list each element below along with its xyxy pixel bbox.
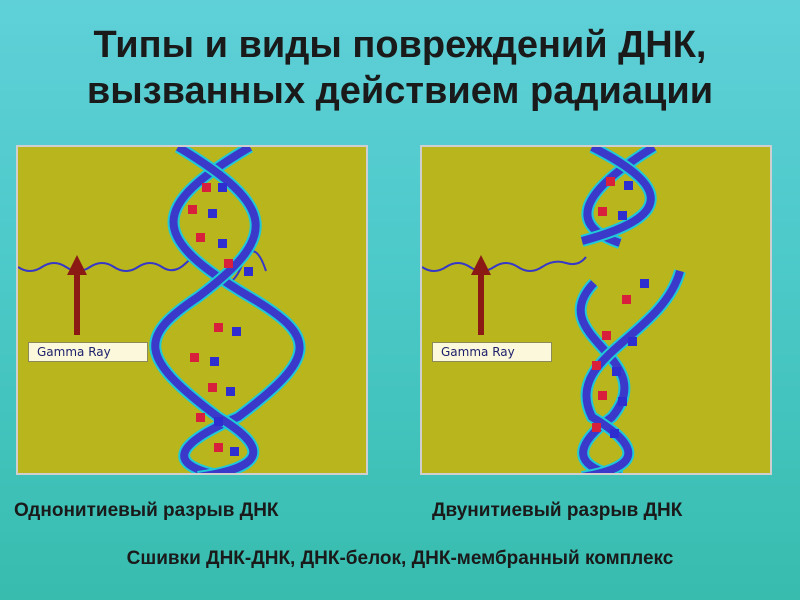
- single-strand-break-caption: Однонитиевый разрыв ДНК: [14, 500, 279, 521]
- dna-helix-icon: [574, 147, 686, 473]
- gamma-ray-arrow-icon: [67, 255, 87, 335]
- gamma-ray-arrow-icon: [471, 255, 491, 335]
- gamma-ray-label: Gamma Ray: [432, 342, 552, 362]
- double-strand-break-illustration: [422, 147, 686, 473]
- title-line-1: Типы и виды повреждений ДНК,: [93, 24, 707, 66]
- double-strand-break-caption: Двунитиевый разрыв ДНК: [432, 500, 683, 521]
- title-line-2: вызванных действием радиации: [86, 70, 714, 112]
- single-strand-break-panel: Gamma Ray: [16, 145, 368, 475]
- dna-helix-icon: [149, 147, 306, 473]
- gamma-ray-wave: [422, 256, 587, 272]
- gamma-ray-label: Gamma Ray: [28, 342, 148, 362]
- crosslinks-caption: Сшивки ДНК-ДНК, ДНК-белок, ДНК-мембранны…: [126, 548, 674, 569]
- single-strand-break-illustration: [18, 147, 306, 473]
- page-title: Типы и виды повреждений ДНК, вызванных д…: [0, 22, 800, 114]
- double-strand-break-panel: Gamma Ray: [420, 145, 772, 475]
